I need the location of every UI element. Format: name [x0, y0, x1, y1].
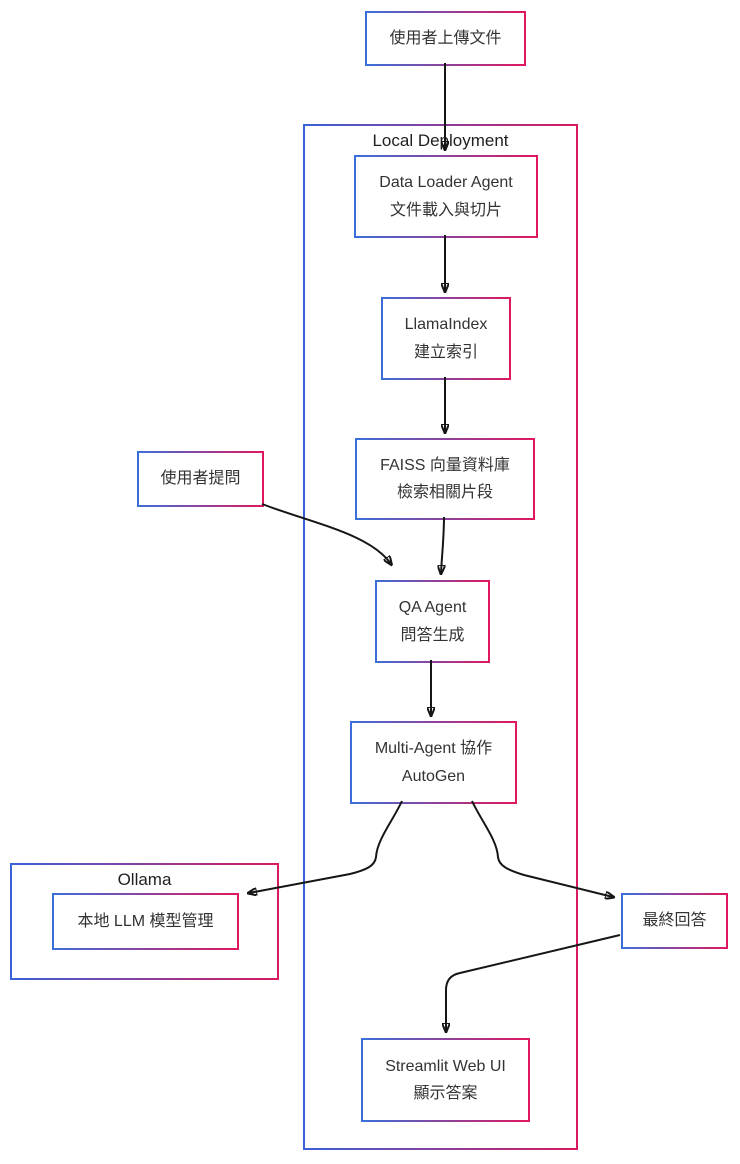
node-streamlit-sublabel: 顯示答案	[413, 1085, 478, 1102]
node-final-answer: 最終回答	[621, 893, 728, 949]
node-faiss-label: FAISS 向量資料庫	[380, 456, 510, 474]
node-multi-agent-sublabel: AutoGen	[401, 767, 466, 785]
node-upload: 使用者上傳文件	[365, 11, 526, 66]
node-llamaindex-label: LlamaIndex	[404, 316, 488, 334]
container-ollama-label: Ollama	[117, 870, 172, 889]
node-llamaindex: LlamaIndex 建立索引	[381, 297, 511, 380]
node-qa-agent-label: QA Agent	[398, 599, 467, 617]
node-qa-agent-sublabel: 問答生成	[400, 626, 465, 644]
container-local-deployment-label: Local Deployment	[372, 131, 509, 150]
node-upload-label: 使用者上傳文件	[389, 29, 502, 47]
node-user-question-label: 使用者提問	[160, 470, 241, 488]
node-faiss-sublabel: 檢索相關片段	[396, 484, 493, 501]
node-streamlit-label: Streamlit Web UI	[385, 1057, 506, 1075]
node-streamlit: Streamlit Web UI 顯示答案	[361, 1038, 530, 1122]
node-faiss: FAISS 向量資料庫 檢索相關片段	[355, 438, 535, 520]
node-data-loader-sublabel: 文件載入與切片	[389, 201, 502, 219]
node-data-loader-label: Data Loader Agent	[379, 174, 513, 192]
node-ollama-llm-label: 本地 LLM 模型管理	[77, 912, 214, 930]
node-multi-agent: Multi-Agent 協作 AutoGen	[350, 721, 517, 804]
node-data-loader: Data Loader Agent 文件載入與切片	[354, 155, 538, 238]
node-qa-agent: QA Agent 問答生成	[375, 580, 490, 663]
node-final-answer-label: 最終回答	[642, 912, 707, 930]
node-ollama-llm: 本地 LLM 模型管理	[52, 893, 239, 950]
node-multi-agent-label: Multi-Agent 協作	[374, 740, 493, 758]
node-llamaindex-sublabel: 建立索引	[413, 343, 478, 361]
node-user-question: 使用者提問	[137, 451, 264, 507]
